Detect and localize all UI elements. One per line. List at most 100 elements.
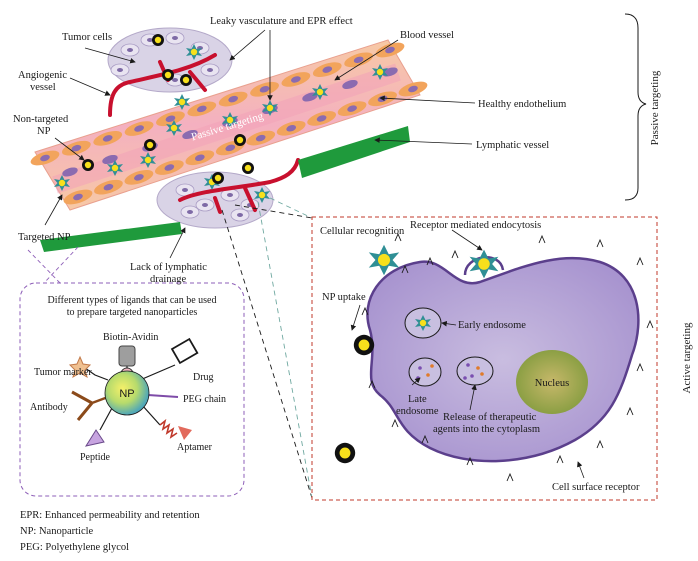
tumor-cell-nucleus [187,210,193,214]
label-angiogenic-2: vessel [30,82,56,93]
endothelium-pointer [379,95,476,104]
endothelial-nucleus [255,134,266,142]
label-biotin-avidin: Biotin-Avidin [103,332,158,343]
receptor-icon [401,264,409,274]
label-peptide: Peptide [80,452,111,463]
receptor-icon [451,249,459,259]
therapeutic-dot [476,366,480,370]
label-targeted-np: Targeted NP [18,232,71,243]
np-uptake-pointer [350,304,361,331]
receptor-icon [596,238,604,248]
receptor-icon [394,232,402,242]
label-passive-targeting-side: Passive targeting [649,70,661,145]
tumor-cell-nucleus [117,68,123,72]
endothelial-nucleus [286,125,297,132]
tumor-cell-nucleus [237,213,243,217]
label-aptamer: Aptamer [177,442,213,453]
non-targeted-np-icon [212,172,224,184]
ligands-box [19,282,245,497]
non-targeted-np-icon [242,162,254,174]
endothelial-nucleus [353,56,364,64]
label-np-core: NP [119,388,134,400]
tumor-cell-nucleus [172,78,178,82]
tumor-cell-nucleus [127,48,133,52]
label-angiogenic-1: Angiogenic [18,70,67,81]
endothelial-nucleus [225,144,236,152]
receptor-icon [506,472,514,482]
label-receptor-mediated: Receptor mediated endocytosis [410,220,541,231]
blood-cell [62,167,78,177]
label-active-targeting-side: Active targeting [681,322,693,393]
therapeutic-dot [480,372,484,376]
label-lack-lymphatic-2: drainage [150,274,186,285]
tumor-cell-nucleus [182,188,188,192]
drug-icon [170,337,199,365]
receptor-icon [368,379,376,389]
receptor-icon [596,439,604,449]
label-lack-lymphatic-1: Lack of lymphatic [130,262,207,273]
legend-epr: EPR: Enhanced permeability and retention [20,510,200,521]
label-release-2: agents into the cytoplasm [433,424,540,435]
tumor-cell-nucleus [227,193,233,197]
label-cell-surface-receptor: Cell surface receptor [552,482,640,493]
receptor-icon [391,418,399,428]
endothelial-nucleus [228,95,239,103]
release-endosome [456,356,494,386]
endothelial-nucleus [71,144,82,152]
lymphatic-vessel [40,126,410,252]
tumor-marker-icon [68,355,92,379]
label-peg-chain: PEG chain [183,394,226,405]
label-late-1: Late [408,394,427,405]
receptor-icon [556,454,564,464]
late-endosome [408,357,442,387]
zoom-connectors [221,197,313,499]
label-tumor-marker: Tumor marker [34,367,92,378]
receptor-icon [426,256,434,266]
label-non-targeted-1: Non-targeted [13,114,69,125]
early-endosome-pointer [441,320,457,327]
aptamer [159,418,178,439]
late-endosome-pointer [411,377,421,386]
tumor-cell-nucleus [172,36,178,40]
angiogenic-pointer [69,77,111,96]
endocytosis-pointer [451,229,483,251]
non-targeted-pointer [54,137,85,161]
receptor-icon [636,256,644,266]
uptake-np-icon [353,334,375,356]
tumor-cell-nucleus [207,68,213,72]
lymphatic-pointer [374,137,473,145]
therapeutic-dot [470,374,474,378]
label-healthy-endothelium: Healthy endothelium [478,99,566,110]
receptor-icon [466,456,474,466]
endothelial-nucleus [347,105,357,112]
blood-cell [342,79,358,90]
therapeutic-dot [418,366,422,370]
endothelial-nucleus [40,154,50,162]
label-release-1: Release of therapeutic [443,412,537,423]
endothelial-nucleus [165,115,176,122]
endothelial-nucleus [316,115,327,122]
label-cellular-recognition: Cellular recognition [320,226,405,237]
receptor-pointer [577,461,585,479]
endothelial-nucleus [259,86,270,93]
receptor-icon [538,234,546,244]
endothelial-nucleus [103,183,114,191]
peg-chain [147,394,179,398]
therapeutic-dot [463,376,467,380]
endothelial-nucleus [408,85,418,93]
receptor-icon [626,406,634,416]
target-cell [366,256,640,463]
label-nucleus: Nucleus [535,378,569,389]
label-early-endosome: Early endosome [458,320,526,331]
non-targeted-np-icon [234,134,246,146]
passive-targeting-bracket [624,13,647,201]
aptamer-tip [178,426,192,440]
label-ligands-title-1: Different types of ligands that can be u… [48,295,217,306]
label-np-uptake: NP uptake [322,292,366,303]
blood-cell [102,154,118,165]
endothelial-nucleus [385,46,395,54]
blood-vessel-pointer [334,39,399,81]
therapeutic-dot [466,363,470,367]
label-lymphatic-vessel: Lymphatic vessel [476,140,549,151]
blood-cell [182,129,198,140]
